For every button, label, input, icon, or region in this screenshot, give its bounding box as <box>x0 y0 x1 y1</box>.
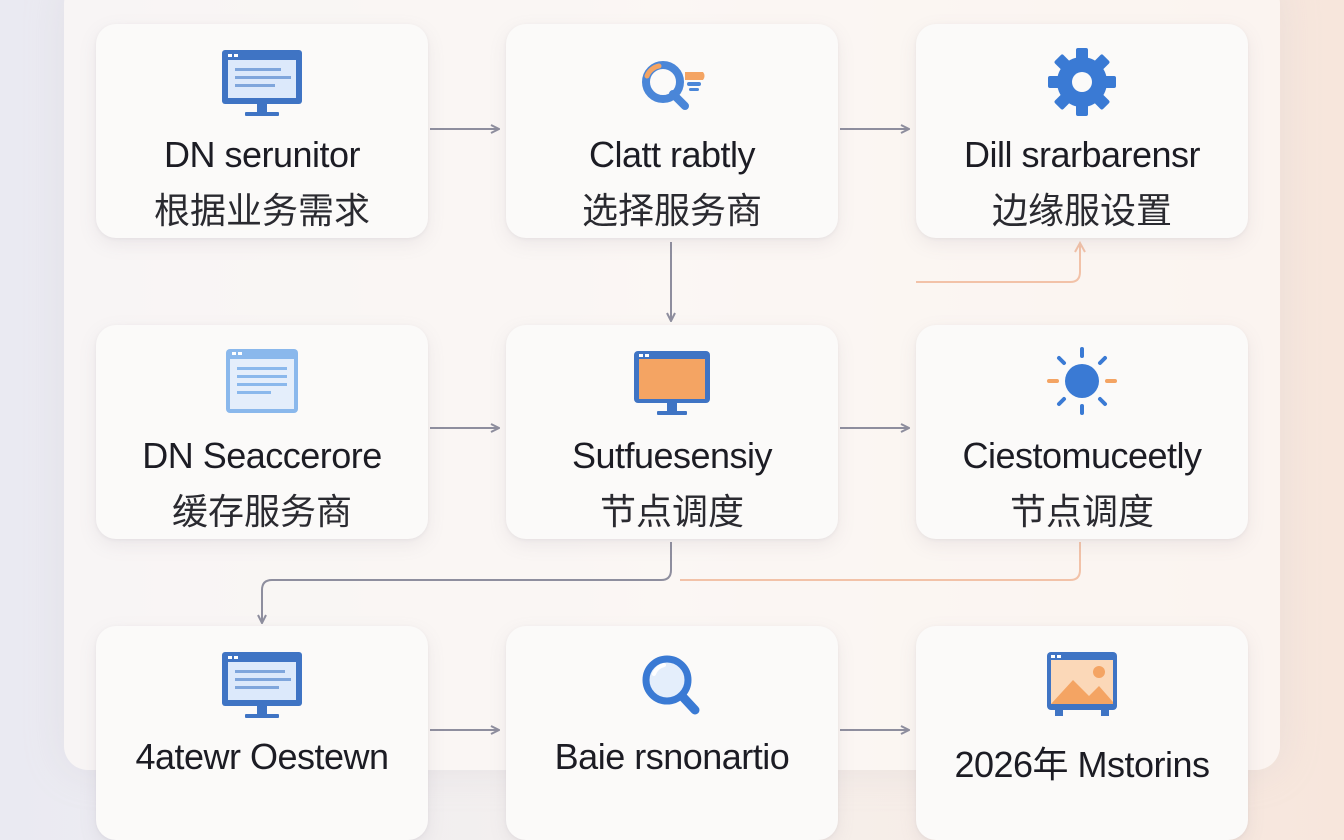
step-title: DN Seaccerore <box>142 435 382 476</box>
connectors <box>0 0 1344 750</box>
sun-icon <box>1037 343 1127 423</box>
step-subtitle: 根据业务需求 <box>153 191 370 232</box>
magnifier-icon <box>627 644 717 724</box>
orange-monitor-icon <box>627 343 717 423</box>
monitor-icon <box>217 644 307 724</box>
arrow-5-7 <box>262 542 672 622</box>
step-subtitle: 边缘服设置 <box>991 191 1172 232</box>
step-card-9: 2026年 Mstorins <box>916 626 1248 840</box>
step-title: Sutfuesensiy <box>571 435 773 476</box>
arrow-peach-up <box>916 244 1080 283</box>
search-cloud-icon <box>627 42 717 122</box>
monitor-icon <box>217 42 307 122</box>
document-window-icon <box>217 343 307 423</box>
step-card-2: Clatt rabtly 选择服务商 <box>506 24 838 238</box>
step-title: 2026年 Mstorins <box>954 744 1210 785</box>
step-title: 4atewr Oestewn <box>135 736 389 777</box>
step-subtitle: 节点调度 <box>1009 492 1154 533</box>
arrow-peach-6 <box>680 542 1081 581</box>
step-title: Ciestomuceetly <box>962 435 1202 476</box>
step-card-7: 4atewr Oestewn <box>96 626 428 840</box>
step-title: DN serunitor <box>163 134 361 175</box>
step-card-6: Ciestomuceetly 节点调度 <box>916 325 1248 539</box>
step-card-1: DN serunitor 根据业务需求 <box>96 24 428 238</box>
gear-icon <box>1037 42 1127 122</box>
step-card-8: Baie rsnonartio <box>506 626 838 840</box>
step-card-4: DN Seaccerore 缓存服务商 <box>96 325 428 539</box>
step-card-3: Dill srarbarensr 边缘服设置 <box>916 24 1248 238</box>
step-title: Baie rsnonartio <box>554 736 790 777</box>
step-title: Clatt rabtly <box>588 134 756 175</box>
image-window-icon <box>1037 644 1127 724</box>
step-card-5: Sutfuesensiy 节点调度 <box>506 325 838 539</box>
step-subtitle: 选择服务商 <box>581 191 762 232</box>
step-title: Dill srarbarensr <box>963 134 1201 175</box>
step-subtitle: 节点调度 <box>599 492 744 533</box>
step-subtitle: 缓存服务商 <box>171 492 352 533</box>
